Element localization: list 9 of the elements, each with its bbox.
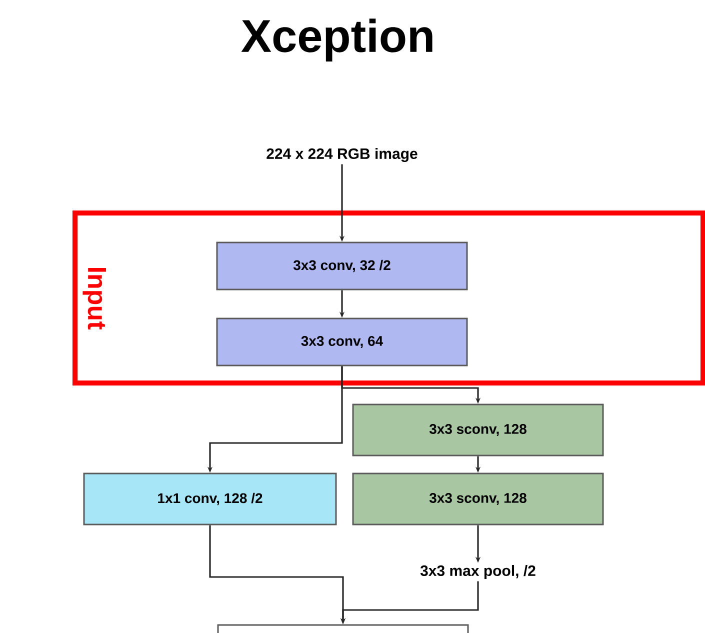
layer-box: 3x3 conv, 64: [216, 318, 468, 366]
layer-box: 3x3 sconv, 128: [352, 472, 604, 526]
layer-box: 3x3 conv, 32 /2: [216, 242, 468, 290]
layer-label: 3x3 max pool, /2: [420, 565, 536, 579]
title: Xception: [241, 18, 432, 62]
layer-box: 1x1 conv, 128 /2: [83, 472, 337, 526]
layer-box: [217, 624, 469, 633]
layer-box: 3x3 sconv, 128: [352, 404, 604, 456]
input-label: 224 x 224 RGB image: [266, 148, 418, 162]
